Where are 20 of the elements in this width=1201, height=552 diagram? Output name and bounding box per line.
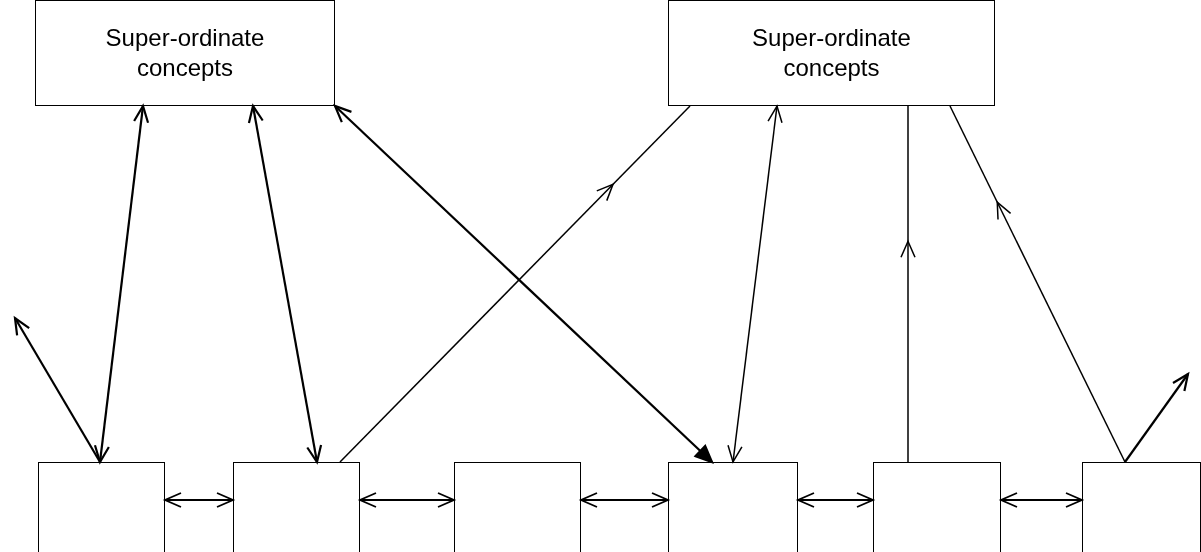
arrow	[357, 492, 457, 508]
arrow	[247, 103, 323, 465]
arrow	[578, 492, 671, 508]
arrow	[795, 492, 876, 508]
empty-box	[873, 462, 1001, 552]
arrow	[998, 492, 1085, 508]
empty-box	[38, 462, 165, 552]
empty-box	[233, 462, 360, 552]
empty-box	[1082, 462, 1201, 552]
concept-box	[35, 0, 335, 106]
arrow	[13, 315, 101, 463]
arrow	[162, 492, 236, 508]
arrow	[727, 104, 783, 464]
concept-box	[668, 0, 995, 106]
empty-box	[668, 462, 798, 552]
node-text: Super-ordinate concepts	[104, 23, 266, 83]
empty-box	[454, 462, 581, 552]
arrow	[93, 103, 150, 465]
arrow	[1124, 371, 1190, 463]
node-text: Super-ordinate concepts	[751, 23, 912, 83]
